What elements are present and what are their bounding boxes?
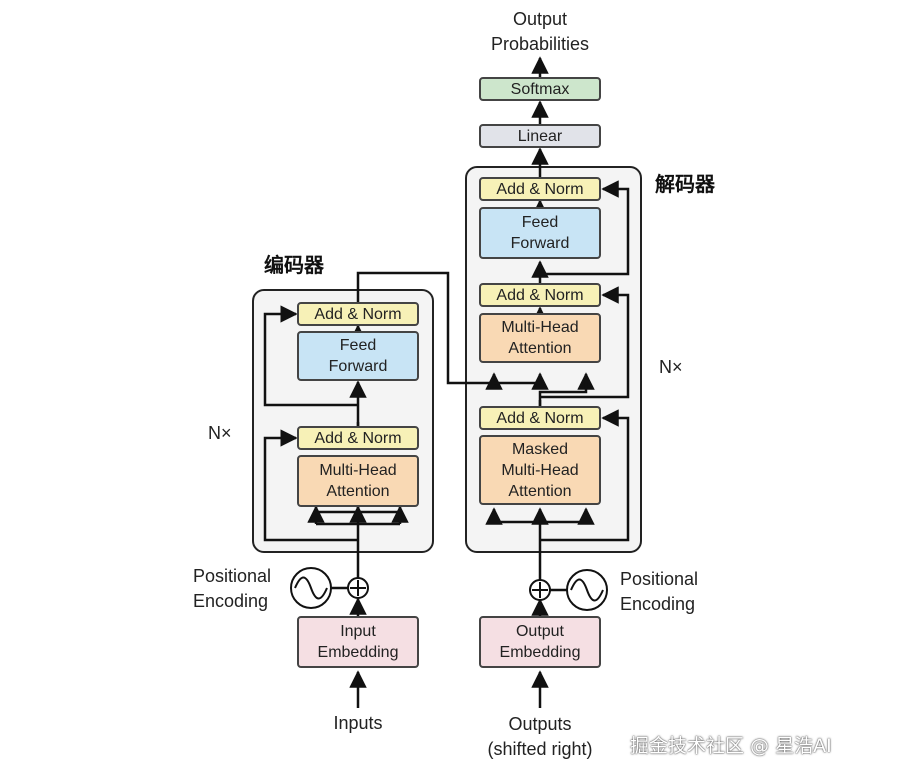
softmax-block: Softmax (479, 77, 601, 101)
enc-output-to-decoder (356, 271, 503, 390)
enc-add-norm-top: Add & Norm (297, 302, 419, 326)
decoder-title: 解码器 (655, 172, 715, 196)
dec-residual-3 (540, 180, 630, 276)
enc-add-norm-bottom: Add & Norm (297, 426, 419, 450)
linear-block: Linear (479, 124, 601, 148)
dec-add-norm-bottom: Add & Norm (479, 406, 601, 430)
dec-sine-wave-icon (566, 569, 608, 611)
dec-residual-2 (540, 286, 630, 399)
encoder-title: 编码器 (264, 253, 324, 277)
enc-sine-wave-icon (290, 567, 332, 609)
enc-residual-1 (263, 429, 358, 542)
enc-plus-icon (347, 577, 369, 599)
watermark: 掘金技术社区 @ 星浩AI (630, 735, 832, 757)
decoder-nx-label: N× (659, 357, 683, 377)
dec-masked-multi-head-attention: Masked Multi-Head Attention (479, 435, 601, 505)
dec-add-norm-top: Add & Norm (479, 177, 601, 201)
enc-residual-2 (263, 305, 358, 407)
input-embedding: Input Embedding (297, 616, 419, 668)
outputs-label: Outputs (shifted right) (487, 714, 593, 759)
dec-multi-head-attention: Multi-Head Attention (479, 313, 601, 363)
dec-feed-forward: Feed Forward (479, 207, 601, 259)
encoder-nx-label: N× (208, 423, 232, 443)
inputs-label: Inputs (333, 713, 383, 733)
dec-add-norm-mid: Add & Norm (479, 283, 601, 307)
enc-feed-forward: Feed Forward (297, 331, 419, 381)
dec-positional-encoding-label: Positional Encoding (620, 569, 699, 614)
dec-plus-icon (529, 579, 551, 601)
dec-residual-1 (540, 409, 630, 542)
output-embedding: Output Embedding (479, 616, 601, 668)
output-probabilities-label: Output Probabilities (490, 9, 590, 54)
enc-multi-head-attention: Multi-Head Attention (297, 455, 419, 507)
enc-positional-encoding-label: Positional Encoding (193, 566, 272, 611)
